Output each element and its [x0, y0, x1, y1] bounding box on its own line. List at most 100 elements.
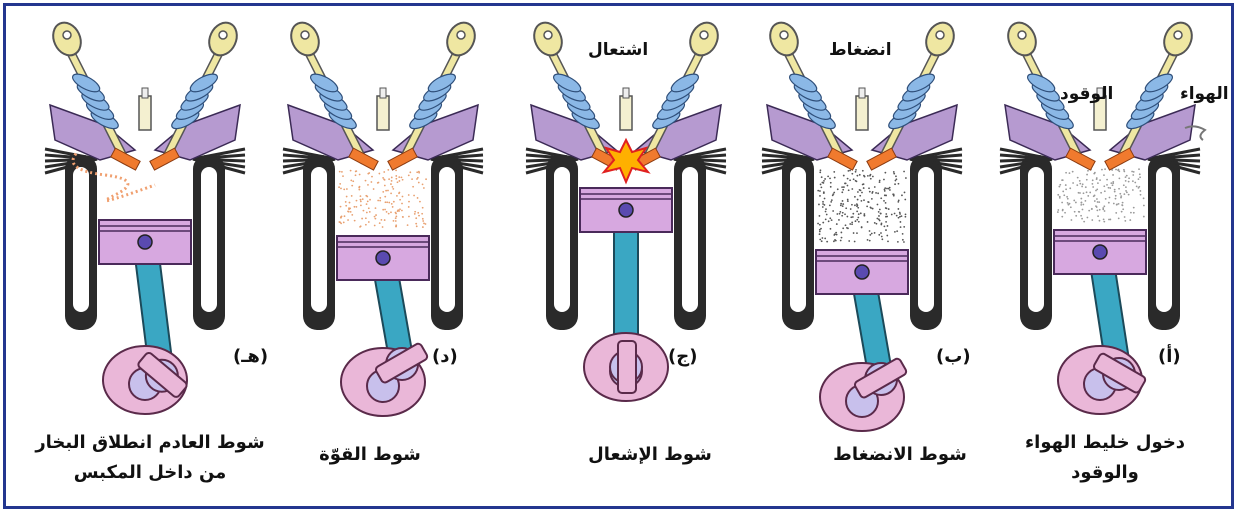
piston-pin [1093, 245, 1107, 259]
gas-particle [1103, 174, 1105, 176]
gas-particle [869, 234, 871, 236]
gas-particle [1106, 179, 1108, 181]
gas-particle [842, 205, 844, 207]
gas-particle [1112, 184, 1114, 186]
gas-particle [1097, 215, 1099, 217]
gas-particle [881, 236, 883, 238]
gas-particle [350, 180, 352, 182]
gas-particle [340, 188, 342, 190]
rocker-hole [936, 31, 944, 39]
gas-particle [1133, 171, 1135, 173]
gas-particle [862, 170, 864, 172]
gas-particle [1120, 197, 1122, 199]
gas-particle [339, 183, 341, 185]
gas-particle [870, 178, 872, 180]
gas-particle [1114, 189, 1116, 191]
gas-particle [905, 177, 907, 179]
gas-particle [903, 226, 905, 228]
spark-plug-tip [623, 88, 629, 98]
gas-particle [411, 178, 413, 180]
gas-particle [380, 219, 382, 221]
gas-particle [1123, 169, 1125, 171]
gas-particle [821, 237, 823, 239]
gas-particle [825, 211, 827, 213]
gas-particle [408, 206, 410, 208]
gas-particle [1115, 195, 1117, 197]
gas-particle [415, 217, 417, 219]
gas-particle [884, 172, 886, 174]
gas-particle [407, 224, 409, 226]
gas-particle [1128, 177, 1130, 179]
gas-particle [834, 239, 836, 241]
gas-particle [1108, 187, 1110, 189]
gas-particle [1059, 184, 1061, 186]
gas-particle [836, 213, 838, 215]
rocker-hole [63, 31, 71, 39]
gas-particle [365, 180, 367, 182]
gas-particle [358, 189, 360, 191]
gas-particle [819, 233, 821, 235]
engine-b [762, 18, 962, 431]
gas-particle [1077, 177, 1079, 179]
gas-particle [348, 207, 350, 209]
gas-particle [414, 213, 416, 215]
gas-particle [1140, 194, 1142, 196]
gas-particle [346, 188, 348, 190]
gas-particle [889, 189, 891, 191]
gas-particle [1123, 184, 1125, 186]
gas-particle [386, 201, 388, 203]
gas-particle [1118, 177, 1120, 179]
cylinder-inner-left [554, 167, 570, 312]
gas-particle [385, 190, 387, 192]
gas-particle [390, 211, 392, 213]
gas-particle [1103, 185, 1105, 187]
gas-particle [1122, 208, 1124, 210]
gas-particle [1086, 191, 1088, 193]
gas-particle [872, 176, 874, 178]
gas-particle [864, 176, 866, 178]
gas-particle [841, 215, 843, 217]
gas-particle [360, 204, 362, 206]
gas-particle [397, 181, 399, 183]
gas-particle [1096, 209, 1098, 211]
gas-particle [401, 210, 403, 212]
gas-particle [350, 170, 352, 172]
gas-particle [1078, 211, 1080, 213]
gas-particle [1096, 198, 1098, 200]
spark-plug-tip [142, 88, 148, 98]
gas-particle [867, 221, 869, 223]
gas-particle [390, 192, 392, 194]
spark-plug-tip [380, 88, 386, 98]
gas-particle [1105, 198, 1107, 200]
gas-particle [858, 213, 860, 215]
spark-plug [377, 96, 389, 130]
gas-particle [823, 180, 825, 182]
gas-particle [379, 222, 381, 224]
gas-particle [898, 183, 900, 185]
gas-particle [1072, 182, 1074, 184]
gas-particle [847, 178, 849, 180]
caption-e-line1: شوط العادم انطلاق البخار [20, 428, 280, 458]
gas-particle [350, 211, 352, 213]
gas-particle [843, 175, 845, 177]
gas-particle [875, 192, 877, 194]
gas-particle [368, 172, 370, 174]
gas-particle [1065, 172, 1067, 174]
gas-particle [847, 199, 849, 201]
gas-particle [1116, 204, 1118, 206]
gas-particle [1079, 192, 1081, 194]
gas-particle [402, 179, 404, 181]
gas-particle [1133, 207, 1135, 209]
gas-particle [1091, 219, 1093, 221]
gas-particle [839, 211, 841, 213]
caption-c: شوط الإشعال [560, 440, 740, 470]
gas-particle [360, 195, 362, 197]
gas-particle [895, 180, 897, 182]
gas-particle [836, 223, 838, 225]
gas-particle [1085, 200, 1087, 202]
gas-particle [1099, 179, 1101, 181]
gas-particle [883, 179, 885, 181]
gas-particle [881, 238, 883, 240]
gas-particle [395, 217, 397, 219]
gas-particle [359, 174, 361, 176]
